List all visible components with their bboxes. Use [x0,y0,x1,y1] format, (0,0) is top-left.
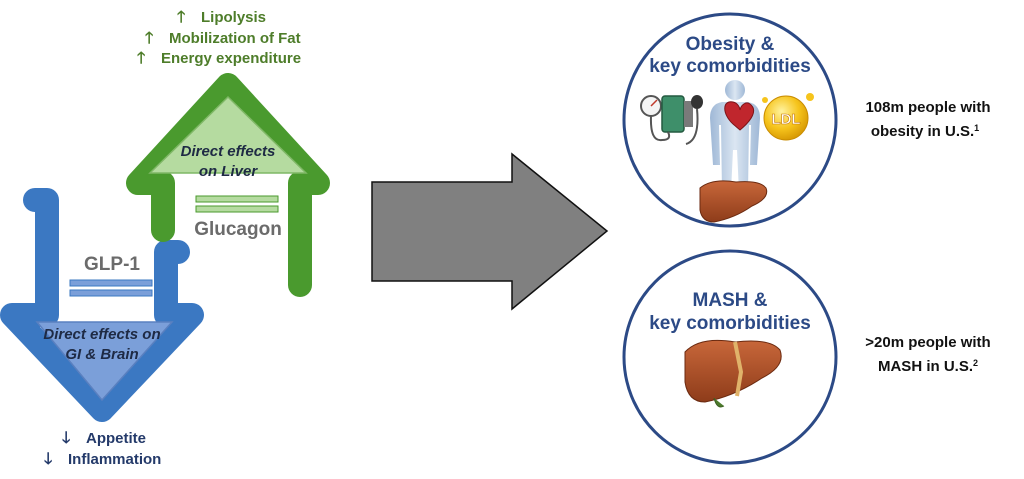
mash-stat-text: MASH in U.S. [878,358,973,375]
down-arrow-icon: 🡓 [62,430,70,447]
ldl-ball-icon [763,95,809,141]
glp1-arrow-outline [0,188,204,422]
obesity-stat-text: obesity in U.S. [871,123,974,140]
glucagon-effect-1: Lipolysis [201,9,266,26]
liver-icon [684,339,782,408]
glp1-effects: 🡓 Appetite 🡓 Inflammation [44,430,161,468]
up-arrow-icon: 🡑 [177,9,185,26]
mash-stat-line2: MASH in U.S.2 [878,358,978,375]
heart-icon [724,101,755,131]
human-body-icon [710,80,760,192]
liver-icon [699,180,768,223]
glucagon-label: Glucagon [194,219,282,240]
glp1-effect-2: Inflammation [68,451,161,468]
obesity-title-line1: Obesity & [686,34,775,55]
obesity-stat-line1: 108m people with [865,99,990,116]
big-gray-arrow [371,152,609,311]
glp1-effect-1: Appetite [86,430,146,447]
glucagon-effect-3: Energy expenditure [161,50,301,67]
mash-circle: MASH & key comorbidities [622,249,838,465]
glucagon-inner-line2: on Liver [199,163,259,180]
ldl-label: LDL [771,111,800,128]
up-arrow-icon: 🡑 [137,50,145,67]
glp1-arrow-fill [35,321,174,402]
glucagon-up-arrow [126,73,330,297]
obesity-stat-line2: obesity in U.S.1 [871,123,979,140]
glucagon-arrow-fill [148,95,308,174]
glp1-bar-2 [69,289,153,297]
glp1-label: GLP-1 [84,254,140,275]
obesity-footnote: 1 [974,123,979,133]
glucagon-effect-2: Mobilization of Fat [169,30,301,47]
mash-title-line1: MASH & [693,290,768,311]
glucagon-effects: 🡑 Lipolysis 🡑 Mobilization of Fat 🡑 Ener… [137,9,301,67]
glucagon-inner-line1: Direct effects [181,143,276,160]
mash-stat-line1: >20m people with [865,334,990,351]
ldl-bubble-icon [806,93,814,101]
down-arrow-icon: 🡓 [44,451,52,468]
blood-pressure-monitor-icon [640,95,703,145]
glp1-inner-line1: Direct effects on [43,326,160,343]
glucagon-arrow-outline [126,73,330,297]
glucagon-bar-2 [195,205,279,213]
ldl-bubble-icon [762,97,768,103]
obesity-circle: Obesity & key comorbidities LDL [622,12,838,228]
glp1-inner-line2: GI & Brain [65,346,138,363]
glp1-bar-1 [69,279,153,287]
obesity-title-line2: key comorbidities [649,56,811,77]
glucagon-bar-1 [195,195,279,203]
glp1-down-arrow [0,188,204,422]
up-arrow-icon: 🡑 [145,30,153,47]
mash-footnote: 2 [973,358,978,368]
mash-title-line2: key comorbidities [649,313,811,334]
